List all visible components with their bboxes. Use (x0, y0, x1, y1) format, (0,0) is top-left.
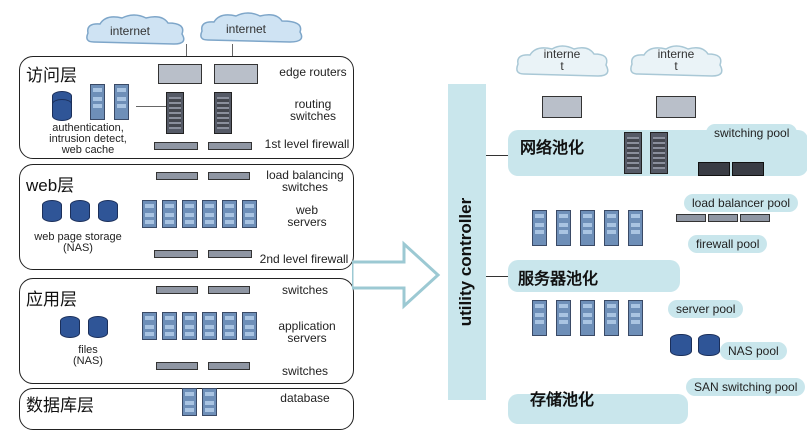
tier-side-label: files (NAS) (73, 344, 103, 367)
edge-router-icon (542, 96, 582, 118)
tier-title: 应用层 (26, 290, 77, 309)
db-server-icon (182, 388, 197, 416)
edge-router-icon (214, 64, 258, 84)
switch-icon (156, 286, 198, 294)
pool-tag: firewall pool (688, 235, 768, 253)
web-server-icon (242, 200, 257, 228)
app-server-icon (142, 312, 157, 340)
web-servers-label: web servers (287, 203, 327, 229)
storage-icon (88, 316, 108, 338)
server-icon (556, 300, 571, 336)
tier-title: web层 (26, 176, 75, 195)
server-icon (628, 210, 643, 246)
switch-rack-icon (650, 132, 668, 174)
tier-title: 访问层 (26, 66, 77, 85)
edge-router-icon (656, 96, 696, 118)
pool-title: 网络池化 (520, 140, 585, 157)
switches-label: switches (281, 364, 328, 378)
tier-side-label: authentication, intrusion detect, web ca… (49, 122, 127, 156)
utility-controller-bar (448, 84, 486, 400)
cloud-label: internet (109, 24, 151, 38)
tier-side-label: web page storage (NAS) (34, 231, 122, 254)
firewall-icon (208, 142, 252, 150)
load-balancing-label: load balancing switches (266, 168, 344, 194)
storage-icon (42, 200, 62, 222)
cloud-label: interne t (657, 47, 695, 73)
switch-rack-icon (624, 132, 642, 174)
server-icon (580, 300, 595, 336)
web-server-icon (162, 200, 177, 228)
tier-title: 数据库层 (26, 396, 94, 415)
load-balancer-icon (156, 172, 198, 180)
firewall-icon (740, 214, 770, 222)
database-label: database (280, 391, 330, 405)
pool-tag: NAS pool (720, 342, 787, 360)
web-server-icon (202, 200, 217, 228)
load-balancer-icon (698, 162, 730, 176)
load-balancer-icon (732, 162, 764, 176)
internet-cloud: interne t (628, 42, 724, 82)
storage-icon (60, 316, 80, 338)
server-icon (580, 210, 595, 246)
storage-icon (98, 200, 118, 222)
server-icon (604, 300, 619, 336)
firewall-label: 1st level firewall (264, 137, 350, 151)
app-server-icon (162, 312, 177, 340)
cloud-label: internet (225, 22, 267, 36)
access-tier: 访问层 authentication, intrusion detect, we… (19, 56, 354, 159)
edge-routers-label: edge routers (279, 65, 347, 79)
app-server-icon (242, 312, 257, 340)
switch-icon (208, 362, 250, 370)
load-balancer-icon (208, 172, 250, 180)
pool-title: 存储池化 (530, 392, 595, 409)
storage-icon (698, 334, 720, 356)
pool-tag: load balancer pool (684, 194, 799, 212)
firewall-label: 2nd level firewall (259, 252, 349, 266)
switches-label: switches (281, 283, 328, 297)
application-servers-label: application servers (278, 319, 336, 345)
app-server-icon (182, 312, 197, 340)
web-server-icon (142, 200, 157, 228)
storage-icon (70, 200, 90, 222)
app-server-icon (222, 312, 237, 340)
routing-switch-icon (214, 92, 232, 134)
web-server-icon (222, 200, 237, 228)
firewall-icon (154, 142, 198, 150)
server-pool-band (508, 260, 680, 292)
switch-icon (156, 362, 198, 370)
firewall-icon (676, 214, 706, 222)
pool-tag: switching pool (706, 124, 798, 142)
transform-arrow (352, 240, 441, 310)
server-icon (532, 210, 547, 246)
firewall-icon (154, 250, 198, 258)
web-server-icon (182, 200, 197, 228)
switch-icon (208, 286, 250, 294)
routing-switch-icon (166, 92, 184, 134)
internet-cloud: internet (196, 10, 308, 48)
server-icon (90, 84, 105, 120)
internet-cloud: internet (82, 12, 190, 50)
server-icon (532, 300, 547, 336)
server-icon (556, 210, 571, 246)
storage-icon (52, 99, 72, 121)
app-server-icon (202, 312, 217, 340)
internet-cloud: interne t (514, 42, 610, 82)
server-icon (628, 300, 643, 336)
utility-controller-label: utility controller (456, 197, 475, 327)
firewall-icon (708, 214, 738, 222)
server-icon (604, 210, 619, 246)
routing-switches-label: routing switches (289, 97, 336, 123)
cloud-label: interne t (543, 47, 581, 73)
firewall-icon (208, 250, 252, 258)
db-server-icon (202, 388, 217, 416)
storage-icon (670, 334, 692, 356)
edge-router-icon (158, 64, 202, 84)
pool-tag: server pool (668, 300, 744, 318)
pool-title: 服务器池化 (518, 271, 599, 288)
pool-tag: SAN switching pool (686, 378, 806, 396)
server-icon (114, 84, 129, 120)
